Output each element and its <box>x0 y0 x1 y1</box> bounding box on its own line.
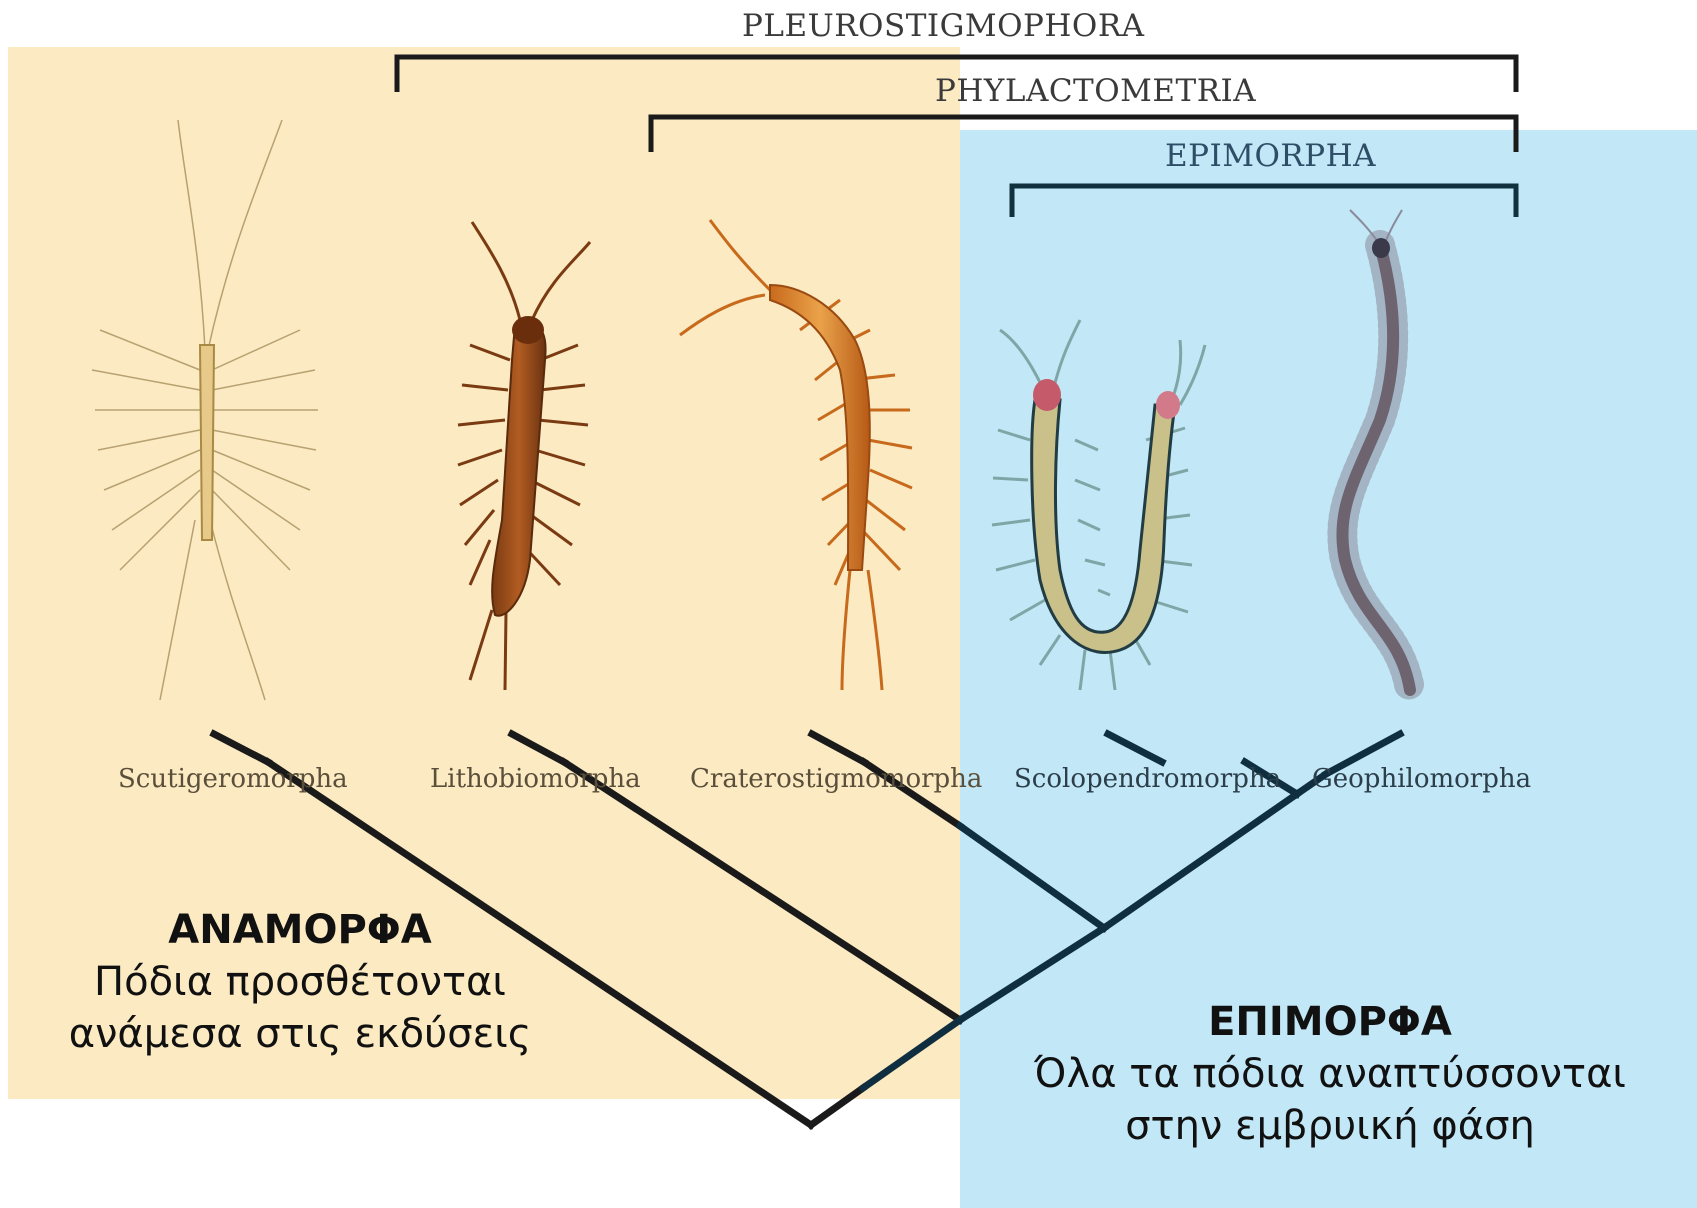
taxon-label-lithobiomorpha: Lithobiomorpha <box>430 764 641 794</box>
taxon-label-geophilomorpha: Geophilomorpha <box>1312 764 1531 794</box>
geophilomorpha-illustration <box>1342 210 1410 690</box>
anamorpha-caption: ΑΝΑΜΟΡΦΑ Πόδια προσθέτονται ανάμεσα στις… <box>40 904 560 1060</box>
epimorpha-desc-line1: Όλα τα πόδια αναπτύσσονται <box>990 1048 1670 1100</box>
taxon-label-craterostigmomorpha: Craterostigmomorpha <box>690 764 982 794</box>
scolopendromorpha-illustration <box>992 320 1205 690</box>
clade-label-pleurostigmophora: PLEUROSTIGMOPHORA <box>742 8 1145 44</box>
bracket-epimorpha <box>1012 186 1516 217</box>
anamorpha-desc-line2: ανάμεσα στις εκδύσεις <box>40 1008 560 1060</box>
bracket-phylactometria <box>651 117 1516 152</box>
epimorpha-title: ΕΠΙΜΟΡΦΑ <box>990 996 1670 1048</box>
lithobiomorpha-illustration <box>458 222 590 690</box>
taxon-label-scutigeromorpha: Scutigeromorpha <box>118 764 348 794</box>
craterostigmomorpha-illustration <box>680 220 912 690</box>
anamorpha-title: ΑΝΑΜΟΡΦΑ <box>40 904 560 956</box>
scutigeromorpha-illustration <box>92 120 318 700</box>
epimorpha-caption: ΕΠΙΜΟΡΦΑ Όλα τα πόδια αναπτύσσονται στην… <box>990 996 1670 1152</box>
anamorpha-desc-line1: Πόδια προσθέτονται <box>40 956 560 1008</box>
clade-label-epimorpha: EPIMORPHA <box>1165 138 1376 174</box>
clade-label-phylactometria: PHYLACTOMETRIA <box>935 73 1256 109</box>
taxon-label-scolopendromorpha: Scolopendromorpha <box>1014 764 1281 794</box>
epimorpha-desc-line2: στην εμβρυική φάση <box>990 1100 1670 1152</box>
